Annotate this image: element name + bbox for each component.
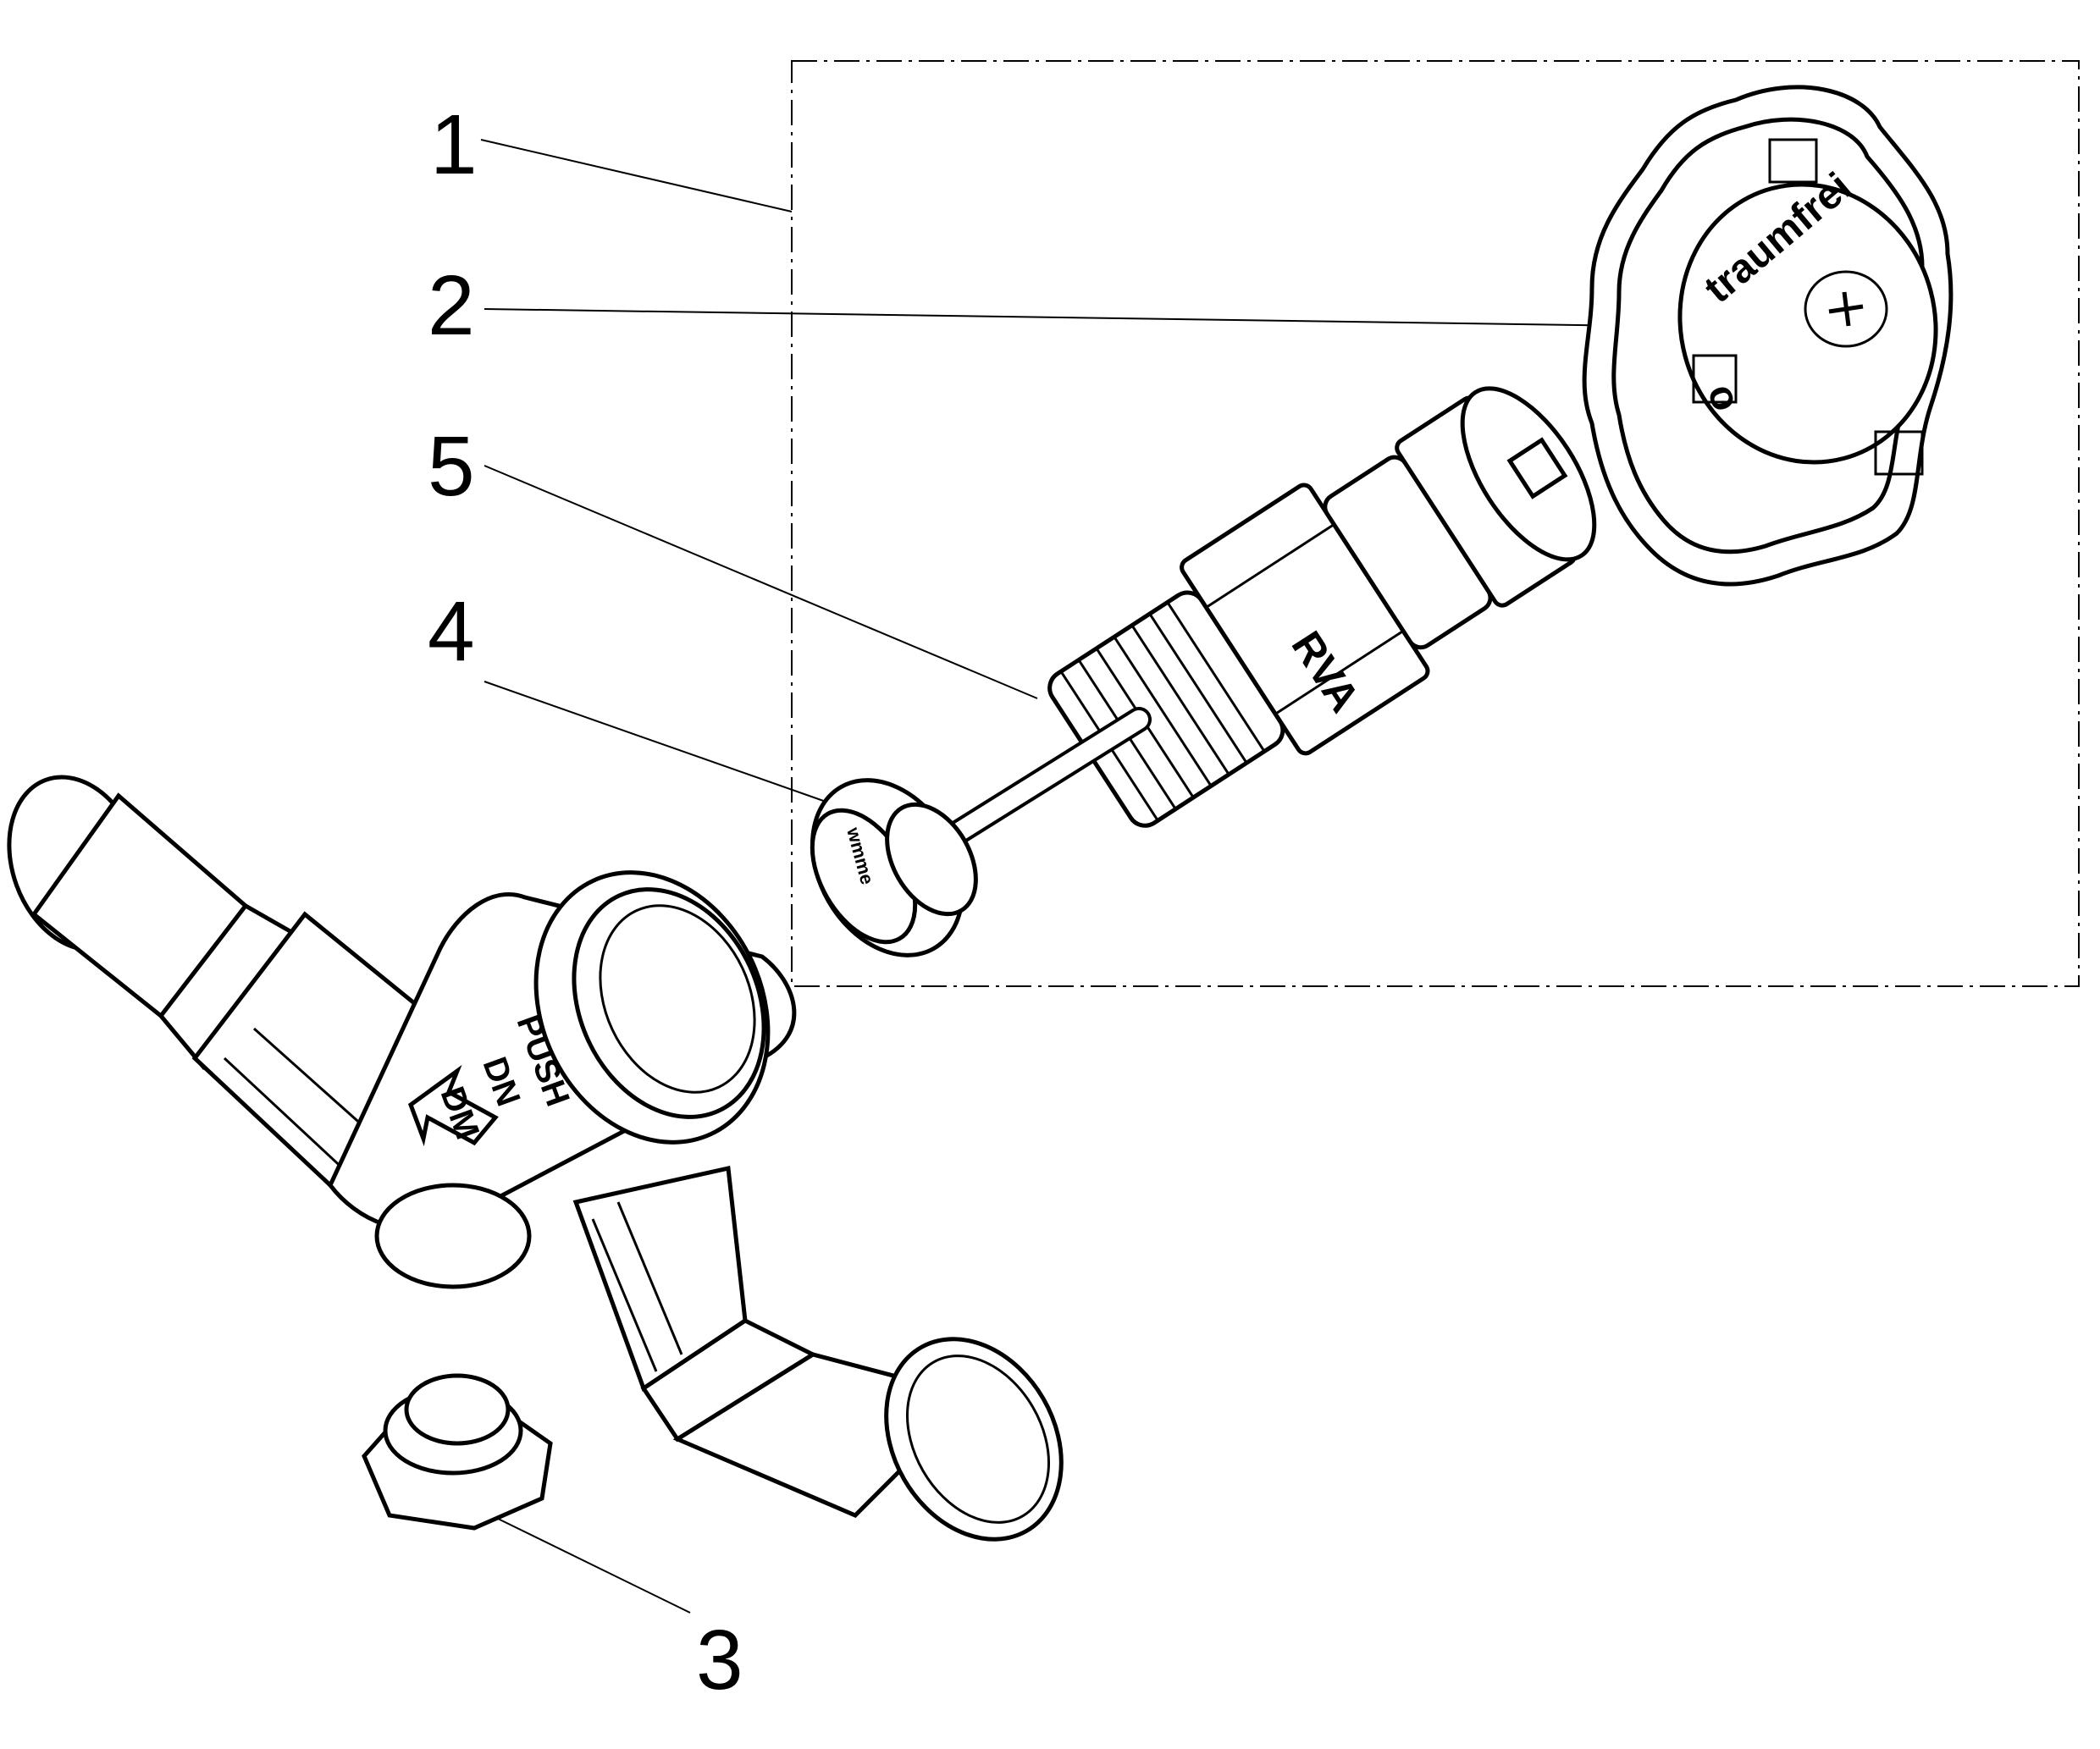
drain-boss — [374, 1183, 532, 1289]
handwheel-logo-mark — [1768, 138, 1818, 184]
right-pipe-end — [884, 1337, 1064, 1542]
leader-line-5 — [484, 465, 1038, 699]
flow-arrow-icon — [407, 1064, 499, 1147]
leader-line-1 — [480, 139, 793, 212]
leader-line-3 — [490, 1515, 691, 1614]
callout-label-1: 1 — [430, 97, 478, 192]
cartridge-spindle-square — [1506, 437, 1568, 499]
callout-2: 2 — [428, 258, 1635, 353]
handwheel: traumfrei o — [1582, 85, 1954, 587]
callout-5: 5 — [428, 419, 1038, 699]
callout-label-5: 5 — [428, 419, 475, 514]
drain-plug-top — [404, 1373, 511, 1446]
handwheel-screw-head — [1804, 270, 1888, 348]
seal-disc: wmme — [810, 778, 978, 957]
callout-3: 3 — [490, 1515, 743, 1708]
body-top-port-inner — [572, 887, 766, 1119]
callout-label-2: 2 — [428, 258, 475, 353]
callout-1: 1 — [430, 97, 793, 212]
callout-label-3: 3 — [696, 1613, 743, 1708]
handwheel-logo-mark — [1692, 354, 1738, 404]
plus-icon — [1828, 291, 1864, 327]
right-pipe-bore — [905, 1355, 1051, 1524]
assembly-boundary — [791, 60, 2080, 987]
callout-4: 4 — [428, 584, 846, 809]
valve-body: DN DM PUSH — [7, 775, 1064, 1542]
seal-disc-washer — [885, 802, 978, 917]
body-top-port-bore — [599, 904, 756, 1094]
handwheel-logo-mark — [1874, 430, 1924, 476]
callout-label-4: 4 — [428, 584, 475, 679]
drain-plug — [362, 1373, 553, 1531]
leader-line-4 — [484, 681, 846, 809]
leader-line-2 — [484, 308, 1635, 327]
valve-cartridge: RVA — [1047, 386, 1597, 828]
